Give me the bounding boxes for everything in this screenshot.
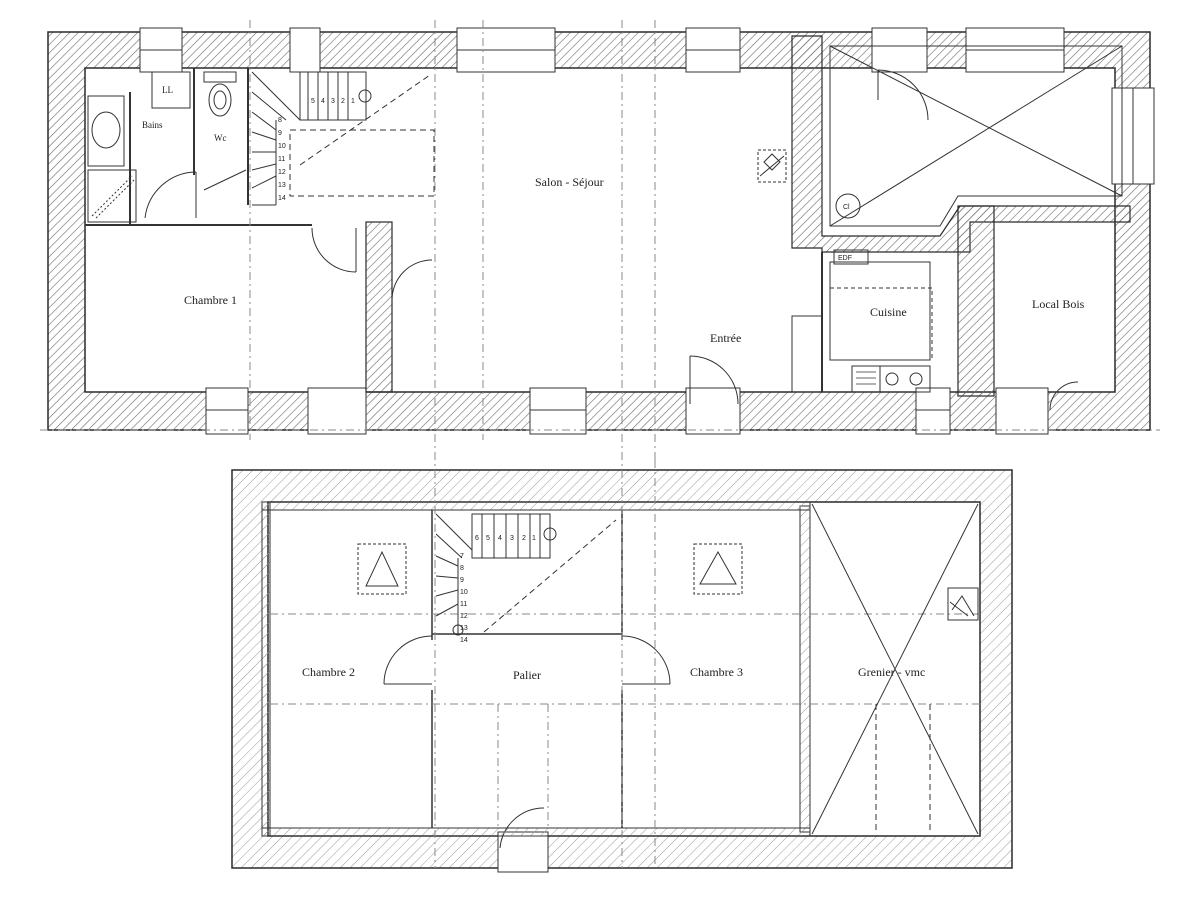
- upper-floor-plan: 6 5 4 3 2 1 7 8 9 10 11 12 13 14: [231, 460, 1013, 873]
- sink-icon: [91, 111, 121, 149]
- stairwell-void: [829, 45, 1123, 227]
- upper-stair-step-5: 5: [486, 535, 490, 542]
- grenier-void: [811, 503, 979, 835]
- stair-step-12: 12: [278, 169, 286, 176]
- stair-step-5: 5: [311, 98, 315, 105]
- upper-stair-step-13: 13: [460, 625, 468, 632]
- boiler-icon: [835, 193, 861, 219]
- upper-stair-step-1: 1: [532, 535, 536, 542]
- room-label-cuisine: Cuisine: [870, 305, 907, 319]
- stair-step-1: 1: [351, 98, 355, 105]
- room-label-chambre-1: Chambre 1: [184, 293, 237, 307]
- upper-stair-step-3: 3: [510, 535, 514, 542]
- upper-floor-roof-lines: [270, 613, 980, 705]
- label-cl: Cl: [843, 204, 850, 211]
- label-edf: EDF: [838, 255, 852, 262]
- upper-stair-step-10: 10: [460, 589, 468, 596]
- stair-step-10: 10: [278, 143, 286, 150]
- upper-floor-staircase: [435, 513, 617, 636]
- stair-step-4: 4: [321, 98, 325, 105]
- upper-stair-step-2: 2: [522, 535, 526, 542]
- ground-floor-doors: [144, 69, 1079, 411]
- room-label-grenier-vmc: Grenier - vmc: [858, 665, 925, 679]
- skylight-symbols: [357, 543, 979, 621]
- upper-floor-walls: [261, 501, 811, 837]
- ground-floor-window-lines: [140, 49, 1134, 411]
- laundry-box: [151, 71, 191, 109]
- shower-icon: [87, 169, 137, 223]
- cooktop: [851, 365, 881, 393]
- upper-stair-step-7: 7: [460, 553, 464, 560]
- bathroom-fixtures: [87, 71, 237, 223]
- ground-floor-interior-walls: [365, 35, 1131, 397]
- room-label-local-bois: Local Bois: [1032, 297, 1085, 311]
- upper-stair-step-9: 9: [460, 577, 464, 584]
- kitchen-sink: [879, 365, 931, 393]
- upper-stair-step-11: 11: [460, 601, 467, 608]
- skylight-chambre-2: [357, 543, 407, 595]
- vent-symbol-salon: [757, 149, 787, 183]
- upper-floor-stair-numbers: 6 5 4 3 2 1 7 8 9 10 11 12 13 14: [460, 535, 536, 644]
- stair-step-2: 2: [341, 98, 345, 105]
- upper-floor-doors: [383, 635, 671, 685]
- edf-panel: [833, 249, 869, 265]
- upper-floor-reference-lines: [434, 460, 656, 868]
- stair-step-3: 3: [331, 98, 335, 105]
- toilet-icon: [208, 83, 232, 117]
- stair-step-11: 11: [278, 156, 285, 163]
- upper-stair-step-12: 12: [460, 613, 468, 620]
- upper-stair-step-4: 4: [498, 535, 502, 542]
- stair-step-14: 14: [278, 195, 286, 202]
- room-label-chambre-3: Chambre 3: [690, 665, 743, 679]
- ground-floor-openings: [139, 27, 1155, 435]
- upper-stair-step-14: 14: [460, 637, 468, 644]
- ground-floor-reference-lines: [40, 20, 1160, 470]
- ground-floor-plan: 5 4 3 2 1 8 9 10 11 12 13 14: [40, 20, 1160, 470]
- ground-floor-staircase: [251, 71, 435, 206]
- upper-stair-step-8: 8: [460, 565, 464, 572]
- stair-step-9: 9: [278, 130, 282, 137]
- stair-step-13: 13: [278, 182, 286, 189]
- room-label-wc: Wc: [214, 133, 227, 143]
- room-label-bains: Bains: [142, 120, 163, 130]
- ground-floor-stair-numbers: 5 4 3 2 1 8 9 10 11 12 13 14: [278, 98, 355, 202]
- room-label-palier: Palier: [513, 668, 541, 682]
- vmc-unit: [947, 587, 979, 621]
- room-label-ll: LL: [162, 85, 173, 95]
- stair-step-8: 8: [278, 117, 282, 124]
- kitchen-fittings: [791, 249, 933, 393]
- room-label-entree: Entrée: [710, 331, 741, 345]
- room-label-chambre-2: Chambre 2: [302, 665, 355, 679]
- room-label-salon-sejour: Salon - Séjour: [535, 175, 604, 189]
- skylight-chambre-3: [693, 543, 743, 595]
- upper-stair-step-6: 6: [475, 535, 479, 542]
